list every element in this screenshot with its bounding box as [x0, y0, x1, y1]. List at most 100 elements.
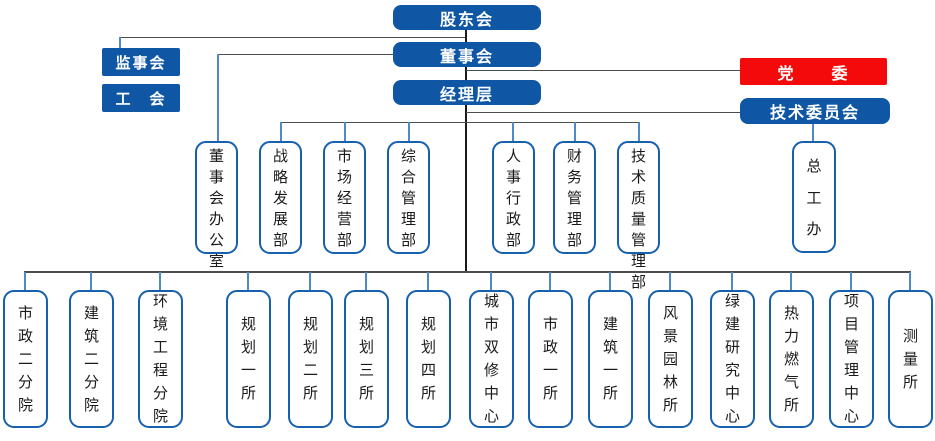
node-label-char: 中: [843, 385, 859, 402]
node-label: 党 委: [777, 65, 850, 83]
node-label-char: 二: [83, 350, 99, 368]
connector-bottom-stub-14: [850, 272, 852, 290]
connector-bottom-stub-4: [247, 272, 249, 290]
node-label-char: 部: [336, 232, 352, 249]
connector-bottom-stub-5: [309, 272, 311, 290]
node-label-char: 发: [272, 190, 288, 207]
node-label-char: 所: [783, 396, 799, 414]
org-node-technical-committee: 技术委员会: [740, 98, 890, 124]
node-label-char: 气: [783, 373, 799, 391]
connector-board-office-v: [217, 54, 219, 141]
node-label-char: 修: [483, 362, 499, 379]
node-label-char: 一: [542, 362, 558, 379]
node-label-char: 热: [783, 304, 799, 322]
org-node-tech-quality-dept: 技术质量管理部: [617, 141, 660, 291]
org-node-municipal-branch-2: 市政二分院: [3, 290, 48, 428]
node-label-char: 会: [208, 190, 224, 207]
node-label-char: 管: [566, 190, 582, 207]
node-label-char: 燃: [783, 350, 799, 368]
node-label-char: 战: [272, 148, 288, 165]
org-node-general-management-dept: 综合管理部: [387, 141, 430, 254]
node-label-char: 园: [662, 350, 678, 368]
org-node-planning-institute-2: 规划二所: [288, 290, 333, 428]
node-label-char: 环: [152, 293, 168, 310]
node-label-char: 部: [272, 232, 288, 249]
node-label-char: 建: [83, 304, 99, 322]
node-label-char: 总: [806, 158, 822, 176]
node-label-char: 分: [83, 373, 99, 391]
node-label-char: 经: [336, 190, 352, 207]
connector-bottom-stub-13: [790, 272, 792, 290]
node-label-char: 划: [420, 339, 436, 356]
node-label-char: 所: [662, 396, 678, 414]
node-label-char: 院: [83, 396, 99, 414]
org-node-architecture-branch-2: 建筑二分院: [69, 290, 114, 428]
node-label-char: 公: [208, 232, 224, 249]
node-label-char: 所: [358, 385, 374, 402]
node-label-char: 合: [400, 169, 416, 186]
node-label-char: 分: [152, 385, 168, 402]
org-node-green-building-research-center: 绿建研究中心: [710, 290, 755, 428]
org-node-heat-gas-institute: 热力燃气所: [769, 290, 814, 428]
node-label-char: 境: [152, 316, 168, 333]
node-label-char: 行: [505, 190, 521, 207]
node-label-char: 综: [400, 148, 416, 165]
node-label-char: 规: [420, 316, 436, 333]
connector-bottom-trunk: [24, 271, 911, 273]
org-node-project-management-center: 项目管理中心: [829, 290, 874, 428]
node-label-char: 心: [843, 408, 859, 425]
org-node-labor-union: 工 会: [102, 84, 180, 112]
connector-bottom-stub-10: [609, 272, 611, 290]
org-node-landscape-institute: 风景园林所: [648, 290, 693, 428]
node-label-char: 市: [542, 316, 558, 333]
node-label-char: 规: [240, 316, 256, 333]
node-label-char: 规: [358, 316, 374, 333]
node-label-char: 室: [208, 253, 224, 270]
node-label-char: 理: [843, 362, 859, 379]
connector-bottom-stub-15: [909, 272, 911, 290]
node-label-char: 力: [783, 327, 799, 345]
node-label-char: 分: [17, 373, 33, 391]
org-node-architecture-institute-1: 建筑一所: [588, 290, 633, 428]
node-label-char: 项: [843, 293, 859, 310]
node-label-char: 二: [302, 362, 318, 379]
node-label-char: 场: [336, 169, 352, 186]
node-label-char: 管: [400, 190, 416, 207]
node-label-char: 心: [483, 408, 499, 425]
connector-dept-stub-5: [574, 122, 576, 141]
connector-bottom-stub-11: [669, 272, 671, 290]
connector-bottom-stub-6: [365, 272, 367, 290]
node-label-char: 究: [724, 362, 740, 379]
org-node-finance-management-dept: 财务管理部: [553, 141, 596, 254]
connector-dept-stub-2: [344, 122, 346, 141]
node-label-char: 人: [505, 148, 521, 165]
connector-techcom-h: [466, 112, 740, 113]
connector-bottom-stub-1: [24, 272, 26, 290]
connector-dept-trunk: [281, 122, 640, 123]
connector-spine-3: [465, 105, 467, 273]
node-label-char: 一: [240, 362, 256, 379]
node-label-char: 市: [483, 316, 499, 333]
node-label-char: 划: [358, 339, 374, 356]
node-label-char: 所: [602, 385, 618, 402]
node-label-char: 办: [208, 211, 224, 228]
node-label-char: 技: [630, 148, 646, 165]
node-label: 经理层: [439, 86, 494, 104]
org-node-planning-institute-3: 规划三所: [344, 290, 389, 428]
node-label-char: 市: [17, 304, 33, 322]
node-label-char: 建: [724, 316, 740, 333]
node-label-char: 所: [302, 385, 318, 402]
node-label-char: 一: [602, 362, 618, 379]
node-label-char: 部: [400, 232, 416, 249]
connector-party-h: [466, 70, 740, 71]
org-node-chief-engineer-office: 总工办: [792, 141, 836, 253]
node-label-char: 部: [505, 232, 521, 249]
org-node-supervisory-board: 监事会: [102, 48, 180, 76]
node-label-char: 务: [566, 169, 582, 186]
org-node-hr-admin-dept: 人事行政部: [492, 141, 535, 254]
node-label-char: 工: [152, 339, 168, 356]
node-label-char: 心: [724, 408, 740, 425]
org-node-environmental-engineering-branch: 环境工程分院: [138, 290, 183, 428]
connector-spine-1: [465, 30, 467, 42]
